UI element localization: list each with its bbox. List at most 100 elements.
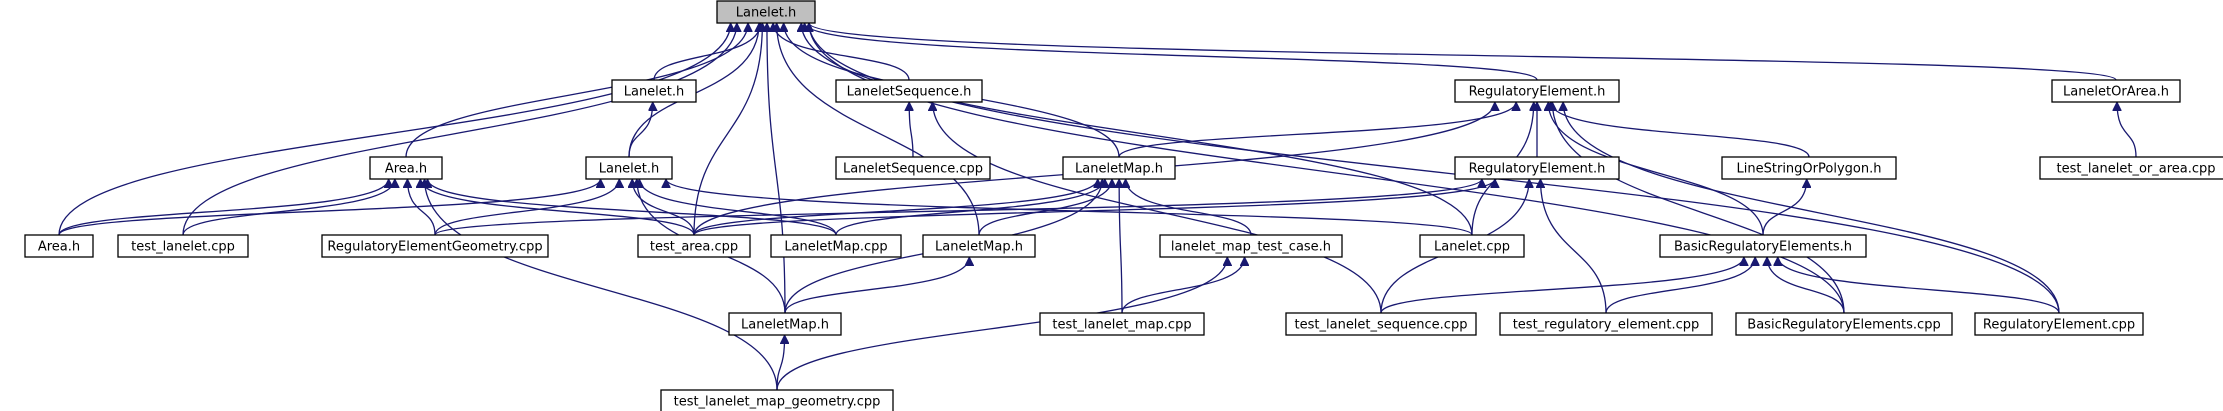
node-test-lanelet-map-geometry-cpp[interactable]: test_lanelet_map_geometry.cpp <box>660 389 894 411</box>
node-box <box>24 234 94 258</box>
node-label: test_lanelet_map.cpp <box>1052 318 1191 333</box>
node-box <box>117 234 249 258</box>
node-regulatoryelementgeometry-cpp[interactable]: RegulatoryElementGeometry.cpp <box>321 234 549 258</box>
node-box <box>1735 312 1953 336</box>
edge-lanelet-h-a-to-lanelet-h-root <box>653 22 760 81</box>
edge-laneletmap-cpp-to-lanelet-h-b <box>639 178 837 236</box>
edge-laneletmap-h-bottom-to-lanelet-h-root <box>767 23 786 314</box>
node-label: Lanelet.h <box>736 6 797 21</box>
node-box <box>660 389 894 411</box>
node-test-lanelet-or-area-cpp[interactable]: test_lanelet_or_area.cpp <box>2039 156 2223 180</box>
edge-test-regulatory-element-cpp-to-regulatoryelement-h-mid <box>1540 179 1607 314</box>
edge-basicregulatoryelements-cpp-to-regulatoryelement-h-top <box>1552 102 1845 314</box>
node-label: LaneletSequence.cpp <box>843 162 983 177</box>
edge-test-regulatory-element-cpp-to-basicregulatoryelements-h <box>1605 256 1755 314</box>
node-laneletsequence-cpp[interactable]: LaneletSequence.cpp <box>835 156 991 180</box>
edge-basicregulatoryelements-h-to-regulatoryelement-h-top <box>1548 102 1764 236</box>
node-label: RegulatoryElementGeometry.cpp <box>327 240 542 255</box>
edge-basicregulatoryelements-cpp-to-basicregulatoryelements-h <box>1767 257 1845 314</box>
node-box <box>770 234 902 258</box>
node-label: test_lanelet.cpp <box>131 240 235 255</box>
node-box <box>611 79 697 103</box>
node-box <box>2051 79 2181 103</box>
edge-test-area-cpp-to-laneletmap-h-mid <box>693 178 1098 236</box>
node-label: Area.h <box>385 162 427 177</box>
edge-regulatoryelementgeometry-cpp-to-area-h <box>407 179 436 236</box>
node-lanelet-cpp[interactable]: Lanelet.cpp <box>1419 234 1525 258</box>
node-box <box>585 156 673 180</box>
node-regulatoryelement-h-top[interactable]: RegulatoryElement.h <box>1454 79 1620 103</box>
node-box <box>1499 312 1713 336</box>
node-label: test_lanelet_map_geometry.cpp <box>674 395 881 410</box>
edge-laneletmap-h-low-to-laneletmap-h-mid <box>978 178 1112 236</box>
node-label: LaneletMap.h <box>741 318 829 333</box>
edge-test-lanelet-sequence-cpp-to-laneletsequence-h <box>933 102 1382 314</box>
node-area-h-leaf[interactable]: Area.h <box>24 234 94 258</box>
node-label: LaneletMap.cpp <box>784 240 887 255</box>
edge-test-lanelet-map-geometry-cpp-to-lanelet-map-test-case-h <box>776 257 1227 391</box>
edge-test-lanelet-cpp-to-lanelet-h-root <box>182 23 737 236</box>
node-test-lanelet-cpp[interactable]: test_lanelet.cpp <box>117 234 249 258</box>
edge-regulatoryelementgeometry-cpp-to-lanelet-h-b <box>434 178 619 236</box>
node-basicregulatoryelements-h[interactable]: BasicRegulatoryElements.h <box>1659 234 1867 258</box>
node-laneletmap-h-low[interactable]: LaneletMap.h <box>922 234 1036 258</box>
node-box <box>835 156 991 180</box>
node-laneletmap-h-bottom[interactable]: LaneletMap.h <box>728 312 842 336</box>
node-box <box>728 312 842 336</box>
node-regulatoryelement-h-mid[interactable]: RegulatoryElement.h <box>1454 156 1620 180</box>
edge-test-lanelet-map-geometry-cpp-to-area-h <box>425 179 778 391</box>
node-laneletsequence-h[interactable]: LaneletSequence.h <box>835 79 983 103</box>
edge-lanelet-h-b-to-lanelet-h-a <box>628 102 653 158</box>
node-box <box>1419 234 1525 258</box>
node-lanelet-map-test-case-h[interactable]: lanelet_map_test_case.h <box>1159 234 1343 258</box>
node-box <box>1285 312 1477 336</box>
edge-test-lanelet-map-geometry-cpp-to-laneletmap-h-bottom <box>776 335 785 391</box>
edge-area-h-leaf-to-lanelet-h-b <box>58 178 601 236</box>
node-label: LaneletMap.h <box>1075 162 1163 177</box>
edge-regulatoryelement-cpp-to-basicregulatoryelements-h <box>1778 256 2060 314</box>
node-test-area-cpp[interactable]: test_area.cpp <box>637 234 751 258</box>
node-box <box>835 79 983 103</box>
edge-test-area-cpp-to-lanelet-h-root <box>693 23 762 236</box>
node-lanelet-h-b[interactable]: Lanelet.h <box>585 156 673 180</box>
node-linestringorpolygon-h[interactable]: LineStringOrPolygon.h <box>1721 156 1897 180</box>
node-label: Area.h <box>38 240 80 255</box>
edge-test-area-cpp-to-area-h <box>420 178 695 236</box>
node-test-lanelet-map-cpp[interactable]: test_lanelet_map.cpp <box>1039 312 1205 336</box>
node-laneletmap-h-mid[interactable]: LaneletMap.h <box>1062 156 1176 180</box>
edge-test-lanelet-sequence-cpp-to-basicregulatoryelements-h <box>1380 256 1744 314</box>
node-box <box>1454 156 1620 180</box>
node-test-regulatory-element-cpp[interactable]: test_regulatory_element.cpp <box>1499 312 1713 336</box>
node-label: LaneletSequence.h <box>847 85 972 100</box>
node-box <box>1062 156 1176 180</box>
node-test-lanelet-sequence-cpp[interactable]: test_lanelet_sequence.cpp <box>1285 312 1477 336</box>
edge-area-h-to-lanelet-h-root <box>405 23 748 158</box>
node-label: BasicRegulatoryElements.cpp <box>1747 318 1940 333</box>
node-label: LaneletOrArea.h <box>2063 85 2169 100</box>
node-basicregulatoryelements-cpp[interactable]: BasicRegulatoryElements.cpp <box>1735 312 1953 336</box>
node-area-h[interactable]: Area.h <box>369 156 443 180</box>
edge-test-lanelet-cpp-to-area-h <box>182 178 395 236</box>
node-lanelet-h-a[interactable]: Lanelet.h <box>611 79 697 103</box>
node-regulatoryelement-cpp[interactable]: RegulatoryElement.cpp <box>1974 312 2144 336</box>
node-laneletorarea-h[interactable]: LaneletOrArea.h <box>2051 79 2181 103</box>
node-label: LineStringOrPolygon.h <box>1737 162 1882 177</box>
edge-laneletmap-cpp-to-area-h <box>428 178 837 236</box>
edge-laneletmap-h-low-to-lanelet-h-root <box>777 23 980 236</box>
edge-basicregulatoryelements-h-to-linestringorpolygon-h <box>1762 179 1807 236</box>
edge-area-h-leaf-to-lanelet-h-root <box>58 23 731 236</box>
node-box <box>2039 156 2223 180</box>
edge-test-lanelet-or-area-cpp-to-laneletorarea-h <box>2117 102 2137 158</box>
edge-regulatoryelementgeometry-cpp-to-regulatoryelement-h-mid <box>434 178 1482 236</box>
edge-laneletmap-h-bottom-to-laneletmap-h-low <box>784 256 969 314</box>
node-lanelet-h-root[interactable]: Lanelet.h <box>716 0 816 24</box>
node-box <box>1974 312 2144 336</box>
edge-test-area-cpp-to-lanelet-h-b <box>632 179 695 236</box>
node-label: RegulatoryElement.h <box>1469 85 1606 100</box>
node-label: test_lanelet_or_area.cpp <box>2056 162 2215 177</box>
edge-linestringorpolygon-h-to-regulatoryelement-h-top <box>1551 101 1810 158</box>
node-box <box>369 156 443 180</box>
node-laneletmap-cpp[interactable]: LaneletMap.cpp <box>770 234 902 258</box>
edge-laneletsequence-h-to-lanelet-h-root <box>773 22 910 81</box>
